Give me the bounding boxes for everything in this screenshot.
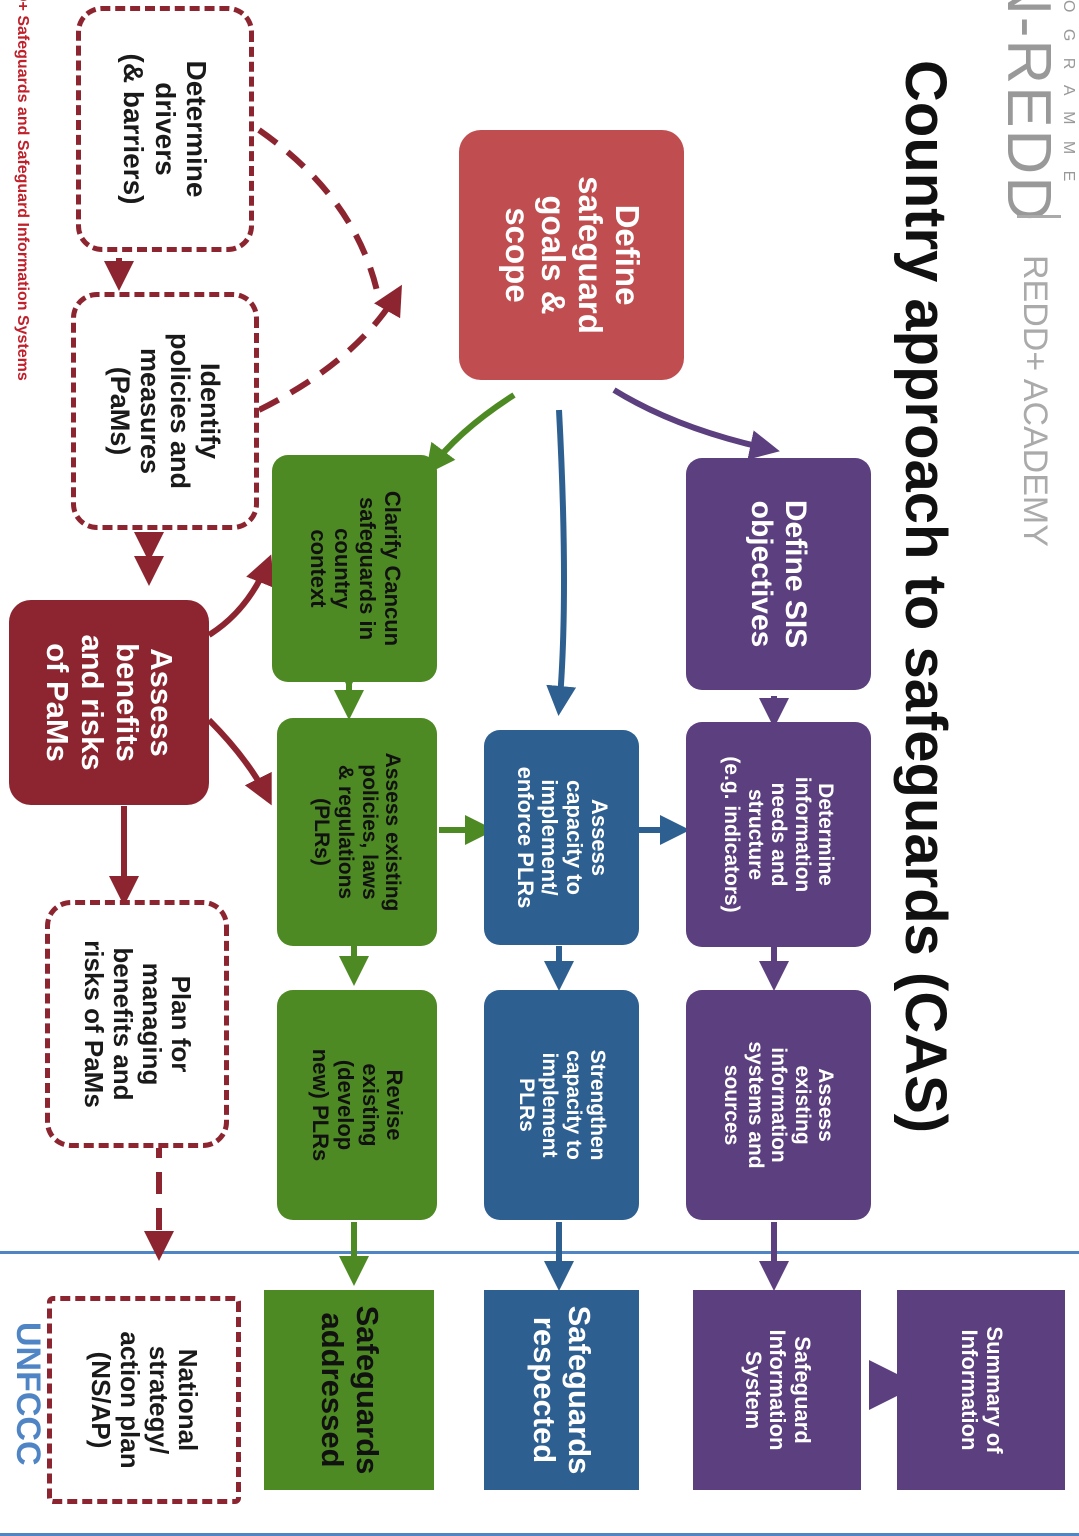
node-identify-pams: Identify policies and measures (PaMs) — [71, 292, 259, 530]
brand-divider — [1017, 215, 1061, 218]
node-assess-capacity: Assess capacity to implement/ enforce PL… — [484, 730, 639, 945]
node-summary: Summary of Information — [897, 1290, 1065, 1490]
node-revise-plrs: Revise existing (develop new) PLRs — [277, 990, 437, 1220]
node-define-goals: Define safeguard goals & scope — [459, 130, 684, 380]
arrow-define-to-clarify — [425, 392, 516, 475]
node-clarify-cancun: Clarify Cancun safeguards in country con… — [272, 455, 437, 682]
node-national-strategy: National strategy/ action plan (NS/AP) — [47, 1296, 241, 1504]
arrow-benefits-to-clarify — [207, 554, 275, 638]
node-safeguards-addressed: Safeguards addressed — [264, 1290, 434, 1490]
node-sis: Safeguard Information System — [693, 1290, 861, 1490]
node-plan-managing: Plan for managing benefits and risks of … — [45, 900, 229, 1148]
node-safeguards-respected: Safeguards respected — [484, 1290, 639, 1490]
brand-sub-text: O G R A M M E — [1060, 0, 1077, 188]
arrow-pams-dashed-to-define — [257, 284, 402, 413]
node-assess-plrs: Assess existing policies, laws & regulat… — [277, 718, 437, 946]
node-determine-info: Determine information needs and structur… — [686, 722, 871, 947]
node-define-sis: Define SIS objectives — [686, 458, 871, 690]
arrow-define-to-capacity — [546, 409, 577, 716]
arrow-drivers-dashed-to-define — [257, 127, 382, 301]
node-assess-benefits: Assess benefits and risks of PaMs — [9, 600, 209, 805]
node-strengthen-capacity: Strengthen capacity to implement PLRs — [484, 990, 639, 1220]
node-assess-info: Assess existing information systems and … — [686, 990, 871, 1220]
brand-logo-text: N-REDD — [994, 0, 1063, 224]
arrow-benefits-to-assessplrs — [206, 717, 272, 806]
node-determine-drivers: Determine drivers (& barriers) — [76, 6, 254, 252]
academy-text: REDD+ ACADEMY — [1016, 255, 1054, 547]
diagram-title: Country approach to safeguards (CAS) — [893, 60, 958, 1134]
arrow-define-to-sis — [612, 387, 780, 460]
